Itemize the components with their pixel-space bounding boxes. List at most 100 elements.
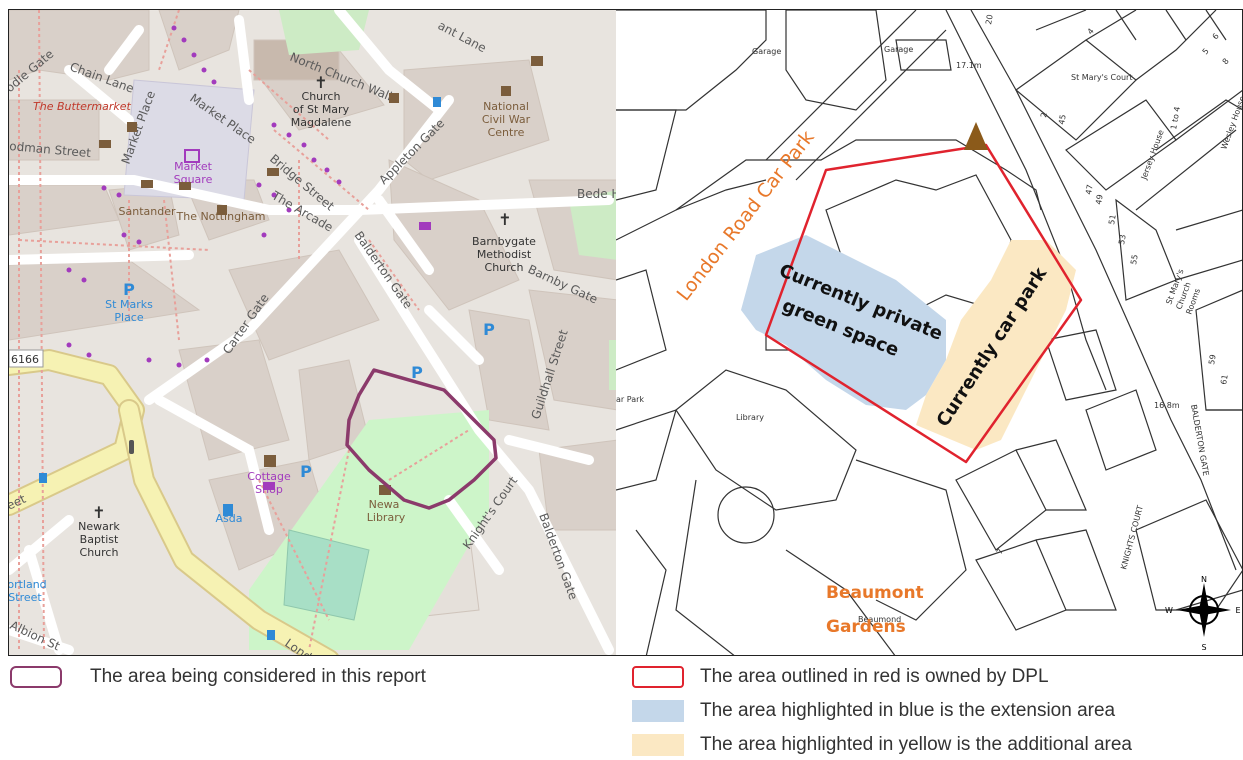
additional-area[interactable]: [916, 240, 1076, 450]
beaumont-label: Beaumont: [826, 583, 924, 603]
gardens-label: Gardens: [826, 617, 906, 637]
extension-area[interactable]: [741, 235, 946, 410]
pub-icon: [127, 122, 137, 132]
number-7: 7: [995, 547, 1005, 556]
lane-label: ant Lane: [436, 18, 489, 55]
number-51: 51: [1107, 214, 1118, 226]
number-8: 8: [1221, 57, 1231, 67]
number-61: 61: [1219, 374, 1230, 386]
compass-south: S: [1201, 643, 1206, 652]
legend-additional: The area highlighted in yellow is the ad…: [700, 734, 1132, 755]
street-map-canvas: Chain Lane odle Gate The Buttermarket Ma…: [9, 10, 617, 655]
bus-stop-icon: [39, 473, 47, 483]
garage-label-2: Garage: [884, 45, 913, 54]
number-4: 4: [1086, 27, 1096, 37]
parking-icon-3: P: [411, 363, 423, 382]
report-area-swatch: [10, 666, 62, 688]
bank-icon: [99, 140, 111, 148]
car-park-left-label: ar Park: [616, 395, 644, 404]
asda-label: Asda: [216, 512, 243, 525]
compass-east: E: [1235, 606, 1240, 615]
dpl-swatch: [632, 666, 684, 688]
centre-label: Centre: [488, 126, 525, 139]
st-marys-court-label: St Mary's Court: [1071, 73, 1132, 82]
site-plan-map[interactable]: Garage Garage 17.1m St Mary's Court 1 to…: [616, 9, 1243, 656]
library-label-1: Newa: [369, 498, 400, 511]
baptist-church-label: Church: [80, 546, 119, 559]
st-mary-label: of St Mary: [293, 103, 350, 116]
ortland-label: ortland: [9, 578, 47, 591]
report-area-outline[interactable]: [345, 368, 498, 510]
buttermarket-label: The Buttermarket: [33, 100, 132, 113]
street-label: Street: [9, 591, 42, 604]
baptist-cross-icon: ✝: [92, 503, 105, 522]
bank-icon-3: [179, 182, 191, 190]
one-to-four-label: 1 to 4: [1169, 106, 1182, 131]
number-2: 2: [1039, 112, 1049, 119]
civil-war-icon: [501, 86, 511, 96]
nottingham-label: The Nottingham: [176, 210, 266, 223]
additional-swatch: [632, 734, 684, 756]
bank-icon-2: [141, 180, 153, 188]
methodist-label: Methodist: [477, 248, 532, 261]
market-label: Market: [174, 160, 212, 173]
library-label: Library: [736, 413, 764, 422]
legend-extension: The area highlighted in blue is the exte…: [700, 700, 1116, 721]
legend-owned-dpl: The area outlined in red is owned by DPL: [700, 666, 1049, 687]
methodist-church-label: Church: [485, 261, 524, 274]
extension-swatch: [632, 700, 684, 722]
dpl-ownership-outline[interactable]: [764, 143, 1083, 464]
garage-label-1: Garage: [752, 47, 781, 56]
bus-stop-icon-2: [433, 97, 441, 107]
number-53: 53: [1117, 234, 1128, 246]
beaumond-small-label: Beaumond: [858, 615, 901, 624]
balderton-gate-plan-label: BALDERTON GATE: [1189, 404, 1210, 477]
st-marks-label: St Marks: [105, 298, 153, 311]
library-label-2: Library: [367, 511, 406, 524]
site-plan-canvas: Garage Garage 17.1m St Mary's Court 1 to…: [616, 10, 1242, 655]
traffic-signal-icon: [129, 440, 134, 454]
cart-icon: [263, 482, 275, 490]
road-ref-badge: [9, 349, 44, 368]
bede-label: Bede H: [577, 187, 617, 201]
cinema-icon: [264, 455, 276, 467]
number-45: 45: [1057, 114, 1068, 126]
cottage-label: Cottage: [247, 470, 291, 483]
height-label-2: 16.8m: [1154, 401, 1180, 410]
library-icon: [379, 485, 391, 495]
number-47: 47: [1084, 184, 1095, 196]
shop-cart-icon: [419, 222, 431, 230]
place-label: Place: [114, 311, 143, 324]
civil-war-label: Civil War: [482, 113, 531, 126]
number-59: 59: [1207, 354, 1218, 366]
parking-icon-2: P: [483, 320, 495, 339]
church-label: Church: [302, 90, 341, 103]
market-icon: [184, 149, 200, 163]
legend-area-considered: The area being considered in this report: [90, 666, 426, 687]
theatre-icon: [531, 56, 543, 66]
parking-icon: P: [123, 280, 135, 299]
number-55: 55: [1129, 254, 1140, 266]
poi-icons: [39, 56, 543, 640]
height-label: 17.1m: [956, 61, 982, 70]
national-label: National: [483, 100, 529, 113]
street-map[interactable]: Chain Lane odle Gate The Buttermarket Ma…: [8, 9, 617, 656]
road-ref-label: 6166: [11, 353, 39, 366]
compass-west: W: [1165, 606, 1173, 615]
newark-label: Newark: [78, 520, 120, 533]
santander-label: Santander: [119, 205, 176, 218]
number-49: 49: [1094, 194, 1105, 206]
compass-icon: N S E W: [1165, 575, 1240, 652]
compass-north: N: [1201, 575, 1207, 584]
barnbygate-label: Barnbygate: [472, 235, 536, 248]
knights-court-plan-label: KNIGHTS COURT: [1119, 504, 1145, 570]
church-cross-icon: ✝: [314, 73, 327, 92]
baptist-label: Baptist: [80, 533, 119, 546]
methodist-cross-icon: ✝: [498, 210, 511, 229]
bank-icon-4: [267, 168, 279, 176]
parking-icon-4: P: [300, 462, 312, 481]
jersey-house-label: Jersey House: [1139, 129, 1166, 182]
number-6: 6: [1211, 32, 1221, 42]
magdalene-label: Magdalene: [291, 116, 352, 129]
tree-marker: [964, 122, 988, 150]
